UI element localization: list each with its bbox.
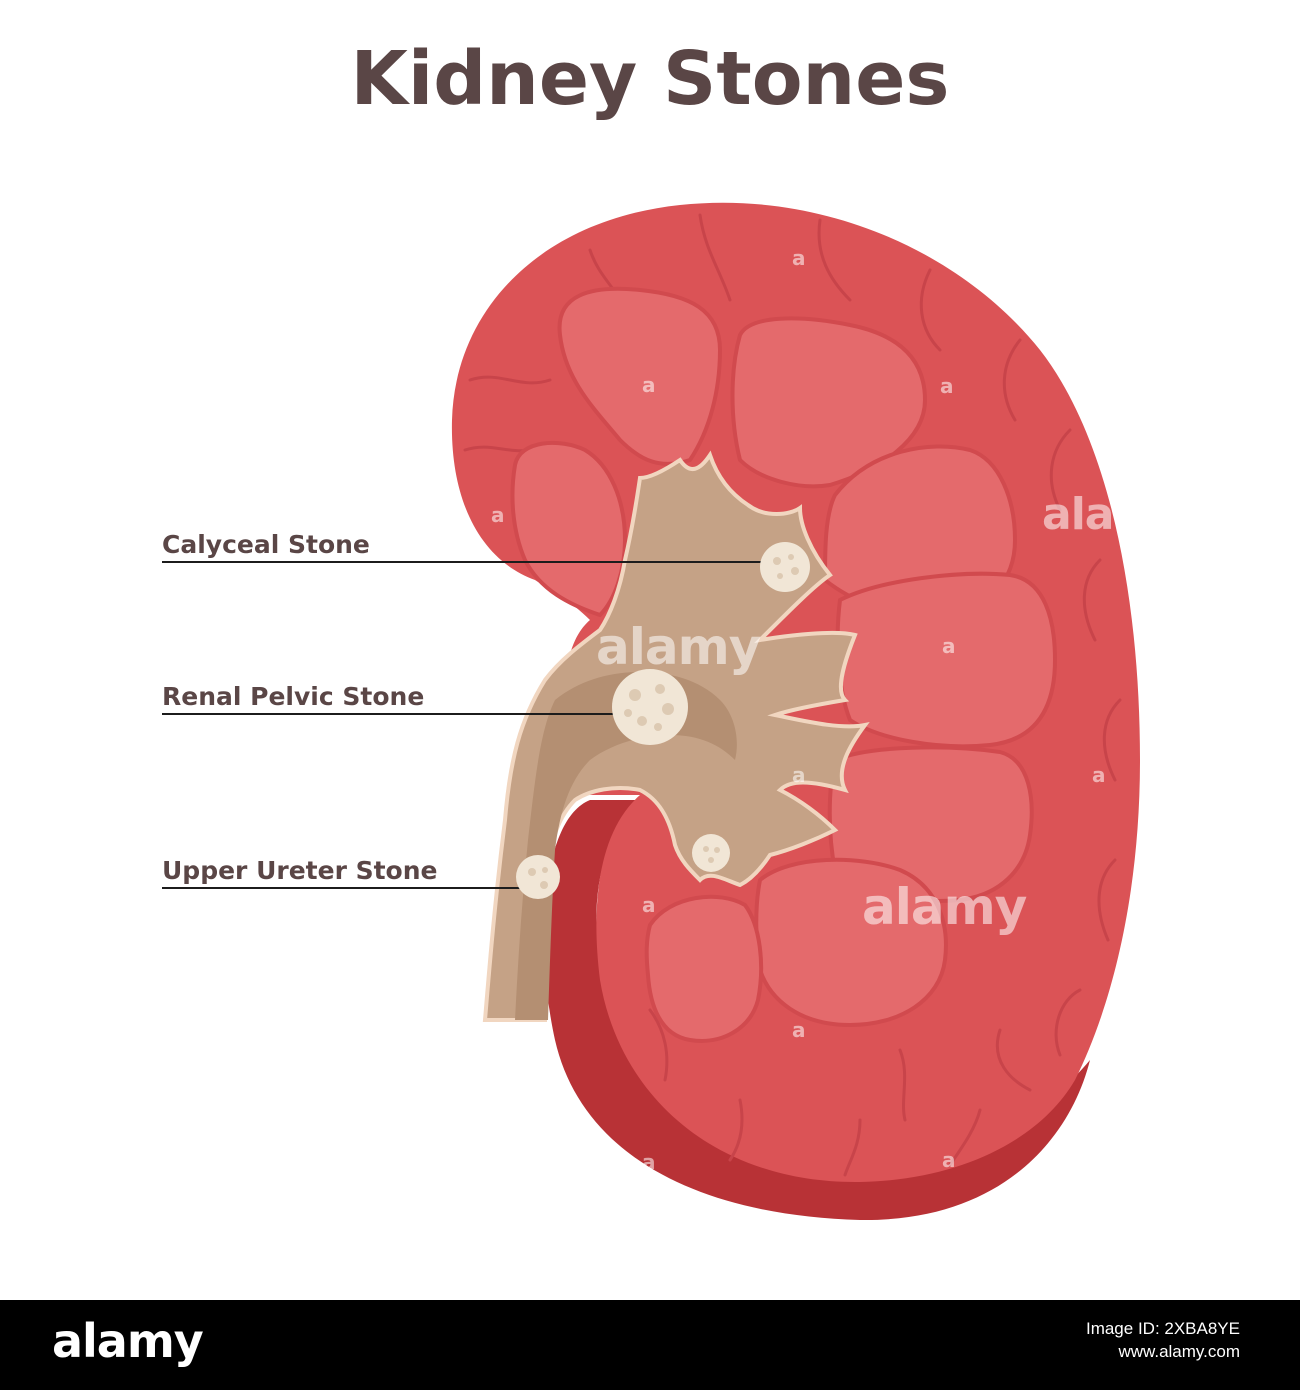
footer-image-info: Image ID: 2XBA8YE www.alamy.com xyxy=(1086,1318,1240,1364)
watermark-small-7: a xyxy=(1092,763,1105,787)
watermark-small-4: a xyxy=(491,503,504,527)
watermark-small-8: a xyxy=(642,893,655,917)
label-upper-ureter-stone: Upper Ureter Stone xyxy=(162,856,438,885)
calyceal-stone xyxy=(760,542,810,592)
footer-site: www.alamy.com xyxy=(1118,1341,1240,1361)
label-renal-pelvic-stone: Renal Pelvic Stone xyxy=(162,682,425,711)
renal-pelvis xyxy=(482,450,870,1022)
kidney-diagram xyxy=(162,202,1141,1221)
watermark-small-3: a xyxy=(940,374,953,398)
cortex-veins xyxy=(463,213,1122,1177)
lower-calyx-stone xyxy=(692,834,730,872)
watermark-lower-right: alamy xyxy=(862,878,1027,936)
watermark-center: alamy xyxy=(596,618,761,676)
medullary-pyramids xyxy=(510,286,1058,1043)
watermark-small-6: a xyxy=(792,763,805,787)
label-calyceal-stone: Calyceal Stone xyxy=(162,530,370,559)
renal-pelvis-inner xyxy=(515,672,737,1020)
watermark-small-1: a xyxy=(792,246,805,270)
footer-logo: alamy xyxy=(52,1314,204,1368)
watermark-small-10: a xyxy=(642,1150,655,1174)
footer-bar: alamy Image ID: 2XBA8YE www.alamy.com xyxy=(0,1300,1300,1390)
watermark-small-5: a xyxy=(942,634,955,658)
watermark-right-edge: alamy xyxy=(1042,489,1187,540)
watermark-small-9: a xyxy=(792,1018,805,1042)
page-title: Kidney Stones xyxy=(350,36,950,122)
renal-pelvic-stone xyxy=(612,669,688,745)
footer-image-id: Image ID: 2XBA8YE xyxy=(1085,1319,1240,1338)
upper-ureter-stone xyxy=(516,855,560,899)
watermark-small-11: a xyxy=(942,1148,955,1172)
watermark-small-2: a xyxy=(642,373,655,397)
